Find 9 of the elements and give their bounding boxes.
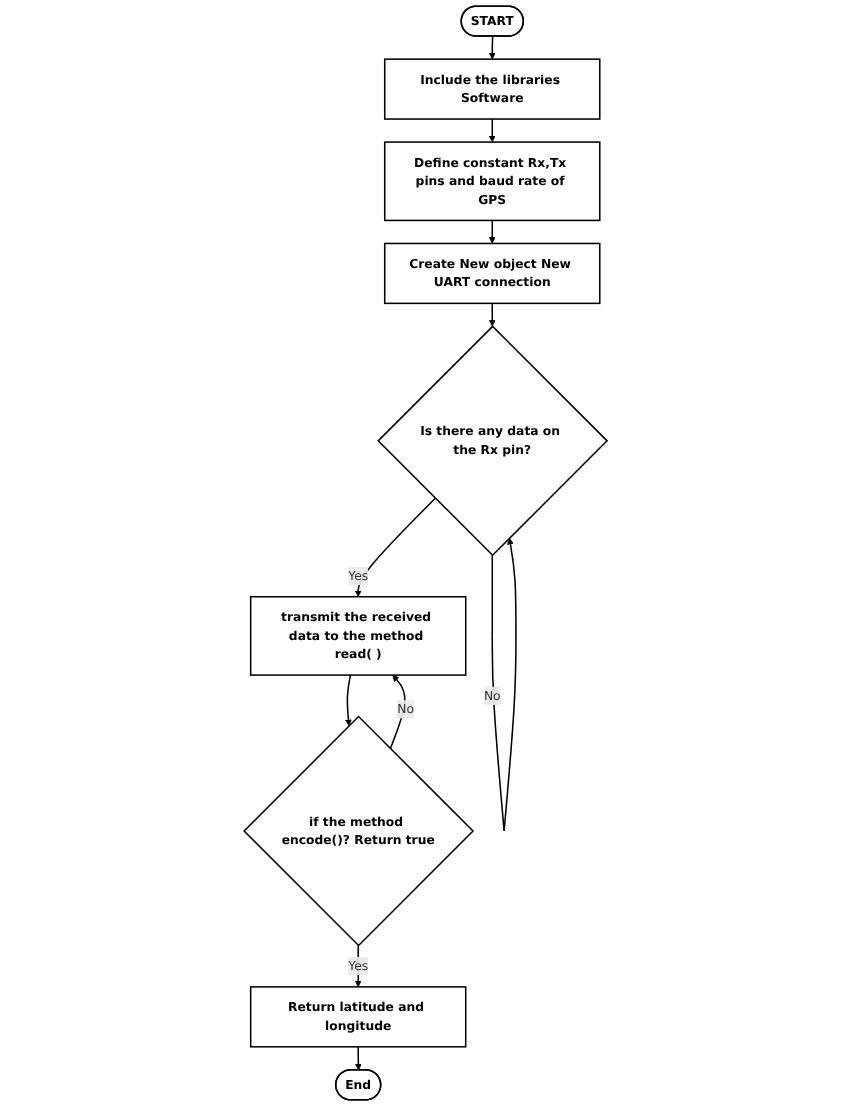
arrow bbox=[388, 674, 405, 750]
arrow bbox=[488, 302, 495, 327]
arrow bbox=[354, 497, 436, 598]
arrow bbox=[488, 118, 495, 143]
arrow bbox=[490, 537, 517, 832]
arrow bbox=[354, 1046, 362, 1071]
arrow bbox=[488, 219, 495, 244]
arrow bbox=[488, 35, 495, 60]
arrow bbox=[344, 674, 352, 727]
